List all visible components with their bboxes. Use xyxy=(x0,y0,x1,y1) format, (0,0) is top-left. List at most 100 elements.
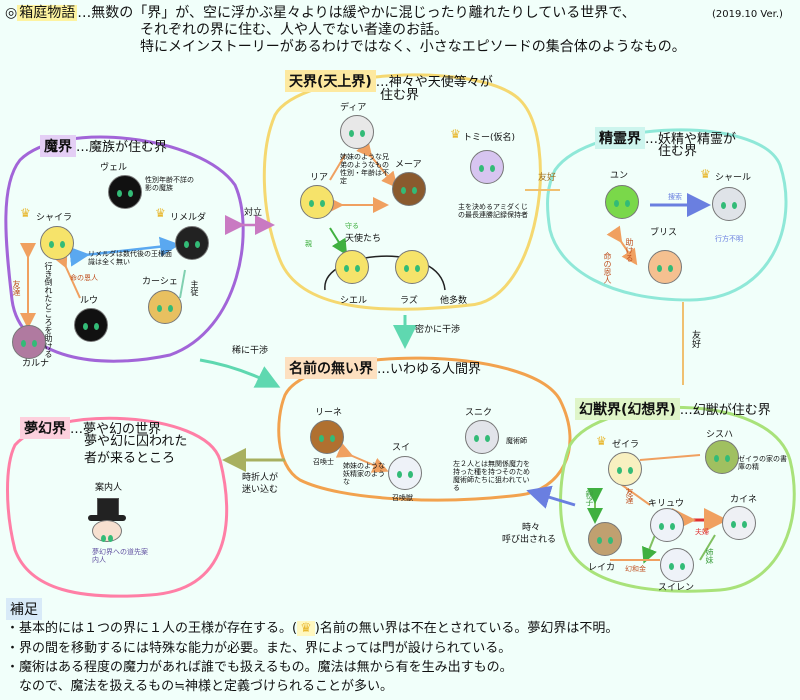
char-ciel-face xyxy=(335,250,369,284)
rimelda-crown-icon: ♛ xyxy=(155,206,166,220)
others-label: 他多数 xyxy=(440,296,468,306)
makai-title: 魔界 xyxy=(40,135,76,157)
arrow-genju-sister xyxy=(699,534,716,561)
guide-hat-brim xyxy=(88,515,126,521)
char-sui-name: スイ xyxy=(392,443,411,453)
shaal-crown-icon: ♛ xyxy=(700,167,711,181)
char-kashe-name: カーシェ xyxy=(142,277,178,287)
char-kashe-face xyxy=(148,290,182,324)
yume-header: 夢幻界…夢や幻の世界 xyxy=(20,417,161,439)
parent-label: 親 xyxy=(305,240,312,248)
namae-title: 名前の無い界 xyxy=(285,357,377,379)
seirei-title: 精霊界 xyxy=(595,127,645,149)
arrow-lu xyxy=(52,250,81,299)
char-lia-face xyxy=(300,185,334,219)
yume-desc3: 者が来るところ xyxy=(84,451,176,466)
genju-kin-label: 幻和金 xyxy=(625,565,646,573)
char-kaine-face xyxy=(722,506,756,540)
char-laz-face xyxy=(395,250,429,284)
supplement-item-2: ・界の間を移動するには特殊な能力が必要。また、界によっては門が設けられている。 xyxy=(6,641,512,656)
arrow-zeira-sisha xyxy=(639,454,701,461)
header-line3: 特にメインストーリーがあるわけではなく、小さなエピソードの集合体のようなもの。 xyxy=(140,39,686,55)
char-sisha-face xyxy=(705,440,739,474)
char-kiryu-name: キリュウ xyxy=(648,499,685,509)
seirei-onjin-label: 命の恩人 xyxy=(603,252,612,284)
shaira-crown-icon: ♛ xyxy=(20,206,31,220)
char-dia-name: ディア xyxy=(340,103,367,113)
rimelda-note: リメルダは数代後の王様面識は全く無い xyxy=(88,250,172,266)
char-rimelda-name: リメルダ xyxy=(170,213,207,223)
char-kiryu-face xyxy=(650,508,684,542)
char-snik-face xyxy=(465,420,499,454)
char-bliss-name: ブリス xyxy=(650,228,678,238)
genju-yuko-label: 友達 xyxy=(625,488,634,504)
seirei-desc2: 住む界 xyxy=(658,144,698,159)
tommy-note: 主を決めるアミダくじの最長連勝記録保持者 xyxy=(458,203,528,219)
char-rimelda-face xyxy=(175,226,209,260)
lu-note: 行き倒れたところを助ける xyxy=(44,262,53,358)
snik-note: 左２人とは無関係魔力を持った種を持つそのため魔術師たちに狙われている xyxy=(453,460,530,492)
onjin-label: 命の恩人 xyxy=(70,274,98,282)
genju-sister-label: 姉妹 xyxy=(705,548,714,564)
seirei-header: 精霊界…妖精や精霊が xyxy=(595,127,736,149)
pair-note: 姉妹のような妖精家のような xyxy=(343,462,385,486)
namae-desc: …いわゆる人間界 xyxy=(377,362,482,377)
char-reika-name: レイカ xyxy=(588,563,616,573)
makai-yuko-label: 友達 xyxy=(12,280,21,296)
title-mark: ◎ xyxy=(5,5,18,21)
vel-note: 性別年齢不詳の影の魔族 xyxy=(145,176,194,192)
page-title: 箱庭物語 xyxy=(17,5,78,21)
tokiori-label-2: 迷い込む xyxy=(242,485,279,495)
char-shaal-name: シャール xyxy=(715,173,752,183)
arrow-shaira-rimelda xyxy=(68,236,180,267)
arrow-genju-oyako xyxy=(642,534,657,564)
char-kaine-name: カイネ xyxy=(730,495,758,505)
sisha-note: ゼイラの家の書庫の精 xyxy=(738,455,787,471)
char-suiren-face xyxy=(660,548,694,582)
taiko-label: 対立 xyxy=(244,208,263,218)
tokidoki-label-1: 時々 xyxy=(522,523,541,533)
version-label: (2019.10 Ver.) xyxy=(712,9,783,20)
char-laz-name: ラズ xyxy=(400,296,418,306)
sui-role: 召喚獣 xyxy=(392,494,413,502)
arrow-sibling2 xyxy=(329,154,346,181)
char-lu-face xyxy=(74,308,108,342)
yume-outline xyxy=(6,416,229,598)
char-shaira-name: シャイラ xyxy=(36,213,73,223)
snik-role: 魔術師 xyxy=(506,437,527,445)
arrow-sibling1 xyxy=(356,140,398,189)
tokiori-label-1: 時折人が xyxy=(242,473,279,483)
char-mehr-name: メーア xyxy=(395,160,422,170)
char-suiren-name: スイレン xyxy=(658,583,695,593)
line-role: 召喚士 xyxy=(313,458,334,466)
tenkai-title: 天界(天上界) xyxy=(285,70,376,92)
header-line2: それぞれの界に住む、人や人でない者達のお話。 xyxy=(140,22,448,38)
char-vel-face xyxy=(108,175,142,209)
char-zeira-face xyxy=(608,452,642,486)
char-yun-face xyxy=(605,185,639,219)
makai-desc: …魔族が住む界 xyxy=(76,140,168,155)
yuko-label-1: 友好 xyxy=(538,173,557,183)
char-sui-face xyxy=(388,456,422,490)
zeira-crown-icon: ♛ xyxy=(596,434,607,448)
arrow-line-sui xyxy=(335,442,389,473)
tenkai-desc1: …神々や天使等々が xyxy=(375,75,493,90)
header-line1: …無数の「界」が、空に浮かぶ星々よりは緩やかに混じったり離れたりしている世界で、 xyxy=(77,5,636,21)
genju-oyako-label: 親子 xyxy=(585,490,594,506)
supplement-item-3: ・魔術はある程度の魔力があれば誰でも扱えるもの。魔法は無から有を生み出すもの。 xyxy=(6,660,513,675)
char-line-name: リーネ xyxy=(315,408,343,418)
supplement-item-4: なので、魔法を扱えるもの≒神様と定義づけられることが多い。 xyxy=(6,679,393,694)
char-guide-name: 案内人 xyxy=(95,483,123,493)
yume-desc1: …夢や幻の世界 xyxy=(70,422,162,437)
char-reika-face xyxy=(588,522,622,556)
arrow-mare xyxy=(199,358,281,388)
char-lu-name: ルウ xyxy=(80,296,99,306)
genju-desc: …幻獣が住む界 xyxy=(679,403,771,418)
missing-label: 行方不明 xyxy=(715,235,743,243)
char-karna-face xyxy=(12,325,46,359)
arrow-tokidoki xyxy=(526,485,576,509)
tenkai-header: 天界(天上界)…神々や天使等々が xyxy=(285,70,493,92)
char-dia-face xyxy=(340,115,374,149)
char-shaira-face xyxy=(40,226,74,260)
genju-outline xyxy=(559,406,796,593)
